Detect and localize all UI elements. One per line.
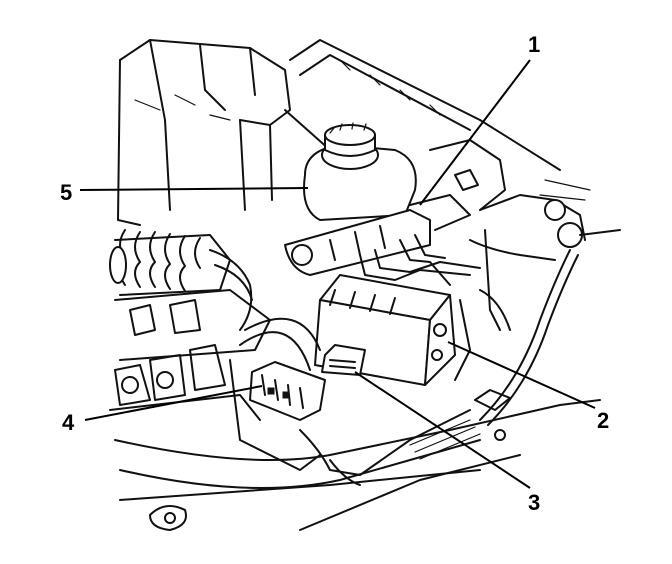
leader-4 [84, 385, 263, 421]
leader-lines [79, 59, 596, 489]
engine-left [109, 229, 271, 421]
leader-3 [354, 371, 531, 489]
callout-2: 2 [597, 408, 609, 433]
callout-1: 1 [528, 32, 540, 57]
leader-2 [447, 341, 596, 409]
callout-3: 3 [528, 490, 540, 515]
master-cylinder [284, 194, 471, 276]
air-cleaner-housing [117, 39, 291, 226]
leader-1 [419, 59, 531, 206]
wiring-harness [209, 249, 579, 486]
brake-fluid-reservoir [303, 122, 417, 221]
abs-modulator [314, 274, 456, 386]
callout-5: 5 [60, 180, 72, 205]
brake-lines [359, 234, 481, 286]
leader-5 [79, 187, 309, 191]
callout-4: 4 [62, 410, 75, 435]
electrical-connector [249, 361, 326, 421]
right-side-components [429, 139, 621, 381]
wheelhouse [114, 317, 601, 531]
